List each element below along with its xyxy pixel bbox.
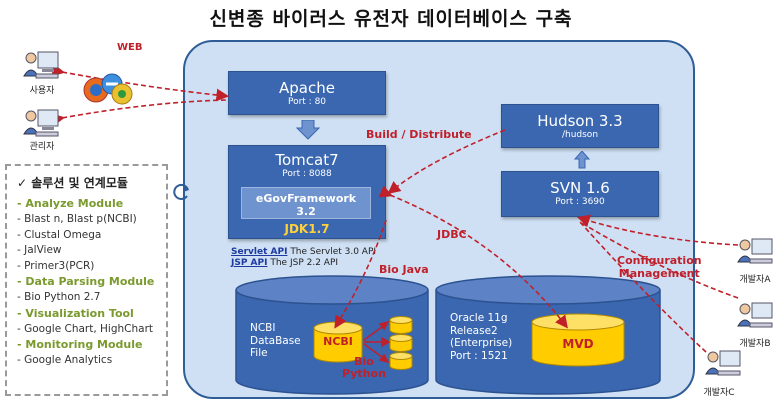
config-arrow-a	[576, 214, 739, 246]
browser-logos-icon	[83, 73, 133, 105]
apache-port: Port : 80	[287, 97, 327, 107]
hudson-path: /hudson	[561, 130, 599, 140]
config-arrow-c	[579, 221, 707, 353]
solutions-list: - Analyze Module - Blast n, Blast p(NCBI)…	[17, 196, 166, 369]
ncbi-db-text: NCBI DataBase File	[250, 322, 301, 360]
egov-framework-name: eGovFramework	[255, 192, 357, 205]
solution-section-title: - Monitoring Module	[17, 338, 143, 351]
solution-item: - Google Analytics	[17, 354, 113, 366]
build-distribute-label: Build / Distribute	[366, 128, 472, 141]
diagram-title: 신변종 바이러스 유전자 데이터베이스 구축	[209, 8, 573, 30]
bio-java-label: Bio Java	[379, 263, 429, 276]
solution-section-title: - Data Parsing Module	[17, 275, 155, 288]
apache-to-tomcat-arrow	[296, 120, 320, 140]
oracle-db-line3: (Enterprise)	[450, 337, 513, 349]
apache-name: Apache	[279, 79, 335, 97]
bio-python-label: Bio Python	[342, 356, 386, 380]
user-computer-icon	[23, 51, 59, 79]
admin-computer-icon	[23, 109, 59, 137]
egov-framework-box: eGovFramework 3.2	[241, 187, 371, 219]
hudson-box: Hudson 3.3 /hudson	[501, 104, 659, 148]
tomcat-port: Port : 8088	[282, 169, 332, 179]
config-line1: Configuration	[617, 254, 702, 267]
bio-java-arrow	[334, 219, 387, 329]
bio-python-line1: Bio	[354, 355, 374, 368]
bio-python-line2: Python	[342, 367, 386, 380]
solution-item: - Blast n, Blast p(NCBI)	[17, 213, 137, 225]
jdbc-label: JDBC	[437, 228, 467, 241]
servlet-api-label: Servlet API	[231, 247, 288, 257]
svn-port: Port : 3690	[555, 197, 605, 207]
solution-item: - Clustal Omega	[17, 228, 102, 241]
servlet-api-desc: The Servlet 3.0 API	[290, 247, 377, 257]
checkmark-icon: ✓	[17, 176, 28, 190]
developer-b-computer-icon	[737, 302, 773, 328]
developer-c-computer-icon	[705, 350, 741, 376]
small-drum-3	[389, 352, 413, 370]
developer-a-computer-icon	[737, 238, 773, 264]
servlet-api-line: Servlet API The Servlet 3.0 API	[231, 247, 376, 257]
web-arrow-admin	[51, 99, 227, 127]
tomcat-name: Tomcat7	[275, 151, 339, 169]
solution-section-title: - Visualization Tool	[17, 306, 134, 320]
config-arrow-b	[579, 221, 739, 299]
web-label: WEB	[117, 42, 143, 53]
build-distribute-arrow	[387, 129, 506, 194]
oracle-db-line4: Port : 1521	[450, 349, 508, 362]
solution-item: - Primer3(PCR)	[17, 259, 95, 272]
solutions-panel: ✓ 솔루션 및 연계모듈 - Analyze Module - Blast n, …	[5, 164, 168, 396]
hudson-name: Hudson 3.3	[537, 112, 623, 130]
admin-label: 관리자	[29, 142, 55, 152]
solution-item: - Bio Python 2.7	[17, 291, 101, 303]
solution-item: - JalView	[17, 244, 62, 256]
solutions-heading-row: ✓ 솔루션 및 연계모듈	[17, 174, 166, 191]
mvd-badge: MVD	[562, 337, 594, 351]
developer-c-label: 개발자C	[703, 388, 735, 398]
solution-item: - Google Chart, HighChart	[17, 322, 154, 335]
developer-a-label: 개발자A	[739, 275, 771, 285]
ncbi-badge: NCBI	[323, 335, 353, 348]
ncbi-db-line3: File	[250, 347, 268, 359]
jsp-api-desc: The JSP 2.2 API	[270, 258, 339, 268]
egov-framework-version: 3.2	[296, 205, 316, 218]
sync-cycle-icon	[173, 183, 189, 200]
jdbc-arrow	[378, 185, 568, 329]
config-line2: Management	[618, 267, 700, 280]
svn-to-hudson-arrow	[574, 151, 590, 169]
ncbi-db-line1: NCBI	[250, 322, 276, 334]
jdk-label: JDK1.7	[284, 222, 330, 236]
jsp-api-line: JSP API The JSP 2.2 API	[231, 258, 338, 268]
solutions-heading: 솔루션 및 연계모듈	[31, 176, 128, 190]
developer-b-label: 개발자B	[739, 339, 771, 349]
ncbi-db-line2: DataBase	[250, 334, 301, 347]
config-management-label: Configuration Management	[617, 254, 702, 280]
web-arrow-user	[51, 63, 230, 102]
solution-section-title: - Analyze Module	[17, 197, 124, 210]
small-drum-2	[389, 334, 413, 352]
user-label: 사용자	[29, 86, 55, 96]
jsp-api-label: JSP API	[231, 258, 268, 268]
